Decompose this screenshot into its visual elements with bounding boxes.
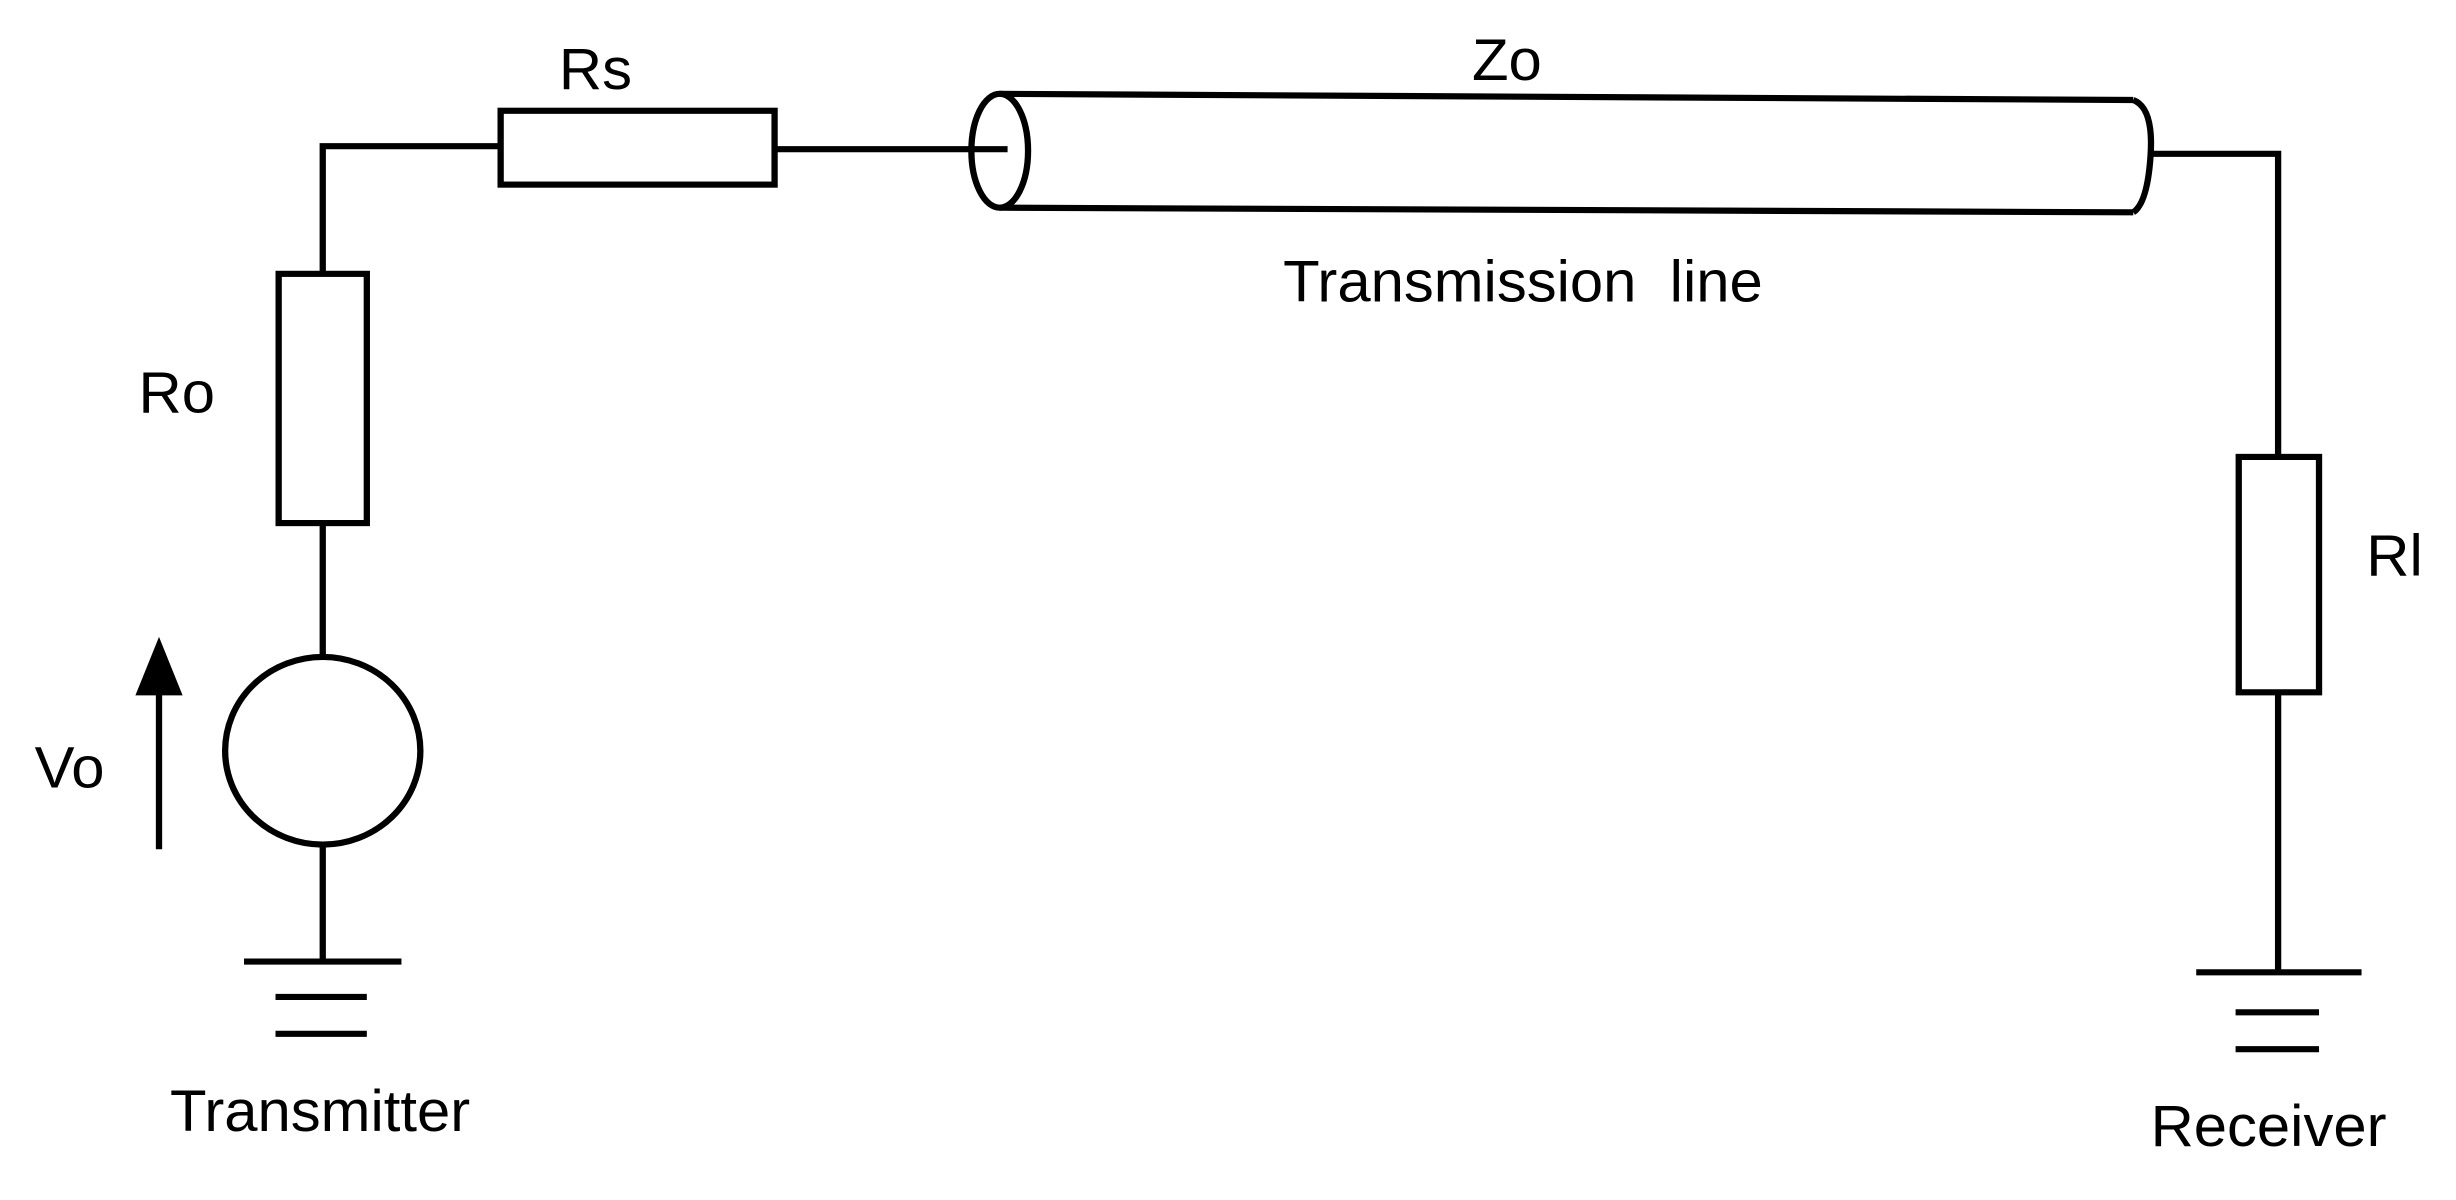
label-ro: Ro (139, 359, 215, 425)
receiver-wiring (2150, 150, 2282, 973)
label-receiver: Receiver (2151, 1093, 2387, 1159)
label-vo: Vo (35, 734, 105, 800)
transmission-line-cable (968, 90, 2155, 216)
transmitter-wiring (319, 143, 1008, 962)
label-rl: Rl (2366, 522, 2422, 588)
label-transmission-line: Transmission line (1283, 248, 1763, 314)
label-rs: Rs (559, 36, 632, 102)
label-zo: Zo (1472, 27, 1542, 93)
resistor-rl (2235, 453, 2323, 696)
voltage-source (221, 653, 424, 848)
ground-symbol-receiver (2196, 969, 2362, 1053)
voltage-arrow-icon (135, 636, 183, 850)
ground-symbol-transmitter (244, 958, 402, 1037)
label-transmitter: Transmitter (170, 1077, 470, 1143)
resistor-rs (497, 107, 778, 188)
resistor-ro (275, 270, 370, 527)
